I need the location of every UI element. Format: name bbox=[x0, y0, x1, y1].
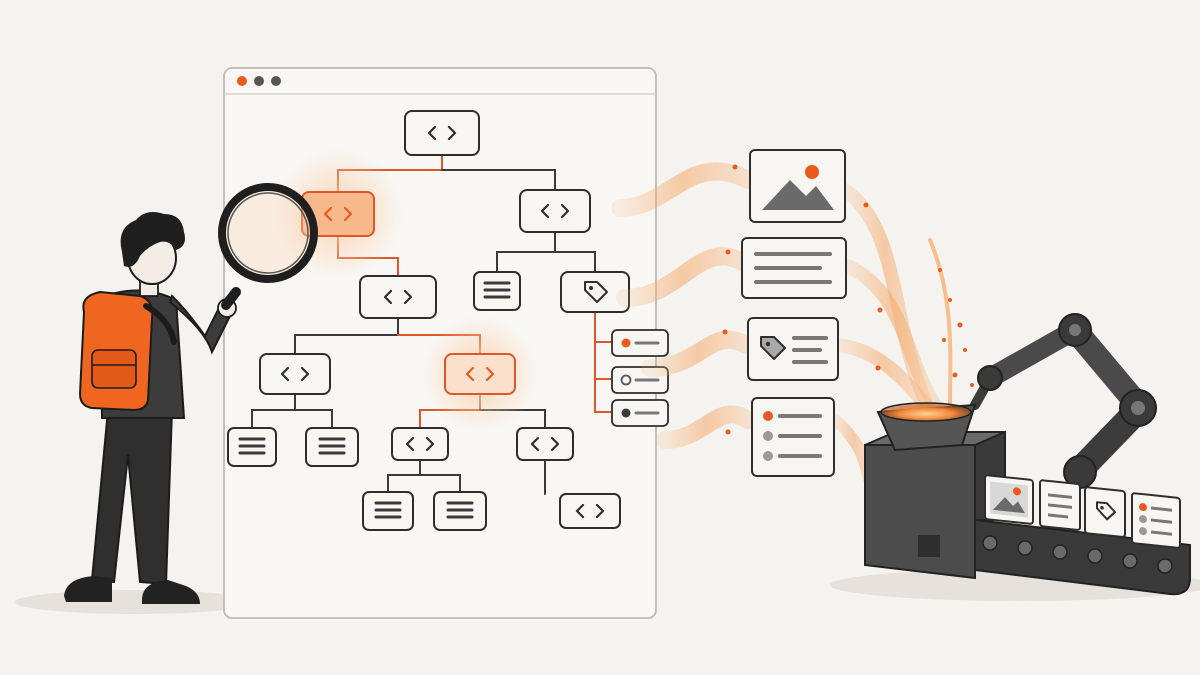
magnifying-glass-icon[interactable] bbox=[218, 183, 318, 310]
extracted-card-text[interactable] bbox=[741, 237, 847, 299]
landscape-image-icon bbox=[762, 165, 834, 210]
conveyor-belt bbox=[974, 518, 1191, 596]
extracted-card-checklist[interactable] bbox=[751, 397, 835, 477]
conveyor-output-checklist bbox=[1131, 492, 1181, 549]
dom-node-level5-right[interactable] bbox=[559, 493, 621, 529]
window-dot-maximize[interactable] bbox=[271, 76, 281, 86]
bullet-line-icon bbox=[621, 408, 631, 418]
dom-list-item-3[interactable] bbox=[611, 399, 669, 427]
dom-node-leaf-highlight[interactable] bbox=[422, 316, 538, 432]
dom-node-level3-left[interactable] bbox=[259, 353, 331, 395]
dom-node-text-a[interactable] bbox=[227, 427, 277, 467]
dom-node-text-b[interactable] bbox=[305, 427, 359, 467]
dom-node-text-c[interactable] bbox=[362, 491, 414, 531]
window-dot-minimize[interactable] bbox=[254, 76, 264, 86]
dom-node-child-mid[interactable] bbox=[359, 275, 437, 319]
processing-machine bbox=[864, 313, 1191, 596]
dom-node-level4-left[interactable] bbox=[391, 427, 449, 461]
dom-list-item-1[interactable] bbox=[611, 329, 669, 357]
backpack bbox=[78, 290, 177, 412]
bullet-line-icon bbox=[620, 374, 632, 386]
extracted-card-image[interactable] bbox=[749, 149, 846, 223]
person-inspecting bbox=[64, 212, 237, 604]
robotic-arm bbox=[970, 313, 1157, 489]
dom-tree bbox=[227, 110, 669, 531]
conveyor-output-image bbox=[984, 474, 1034, 525]
data-streams bbox=[611, 162, 953, 486]
conveyor-output-tag bbox=[1084, 486, 1126, 538]
dom-node-text-right[interactable] bbox=[473, 271, 521, 311]
price-tag-icon bbox=[584, 281, 608, 303]
window-dot-close[interactable] bbox=[237, 76, 247, 86]
extracted-card-tag-details[interactable] bbox=[747, 317, 839, 381]
bullet-line-icon bbox=[621, 338, 631, 348]
dom-node-text-d[interactable] bbox=[433, 491, 487, 531]
dom-node-branch-right[interactable] bbox=[519, 189, 591, 233]
conveyor-output-text bbox=[1039, 479, 1081, 531]
price-tag-icon bbox=[1096, 501, 1116, 521]
price-tag-icon bbox=[760, 336, 786, 360]
dom-node-level4-right[interactable] bbox=[516, 427, 574, 461]
dom-node-root[interactable] bbox=[404, 110, 480, 156]
data-particles bbox=[722, 164, 974, 435]
ground-shadow-person bbox=[15, 590, 255, 614]
